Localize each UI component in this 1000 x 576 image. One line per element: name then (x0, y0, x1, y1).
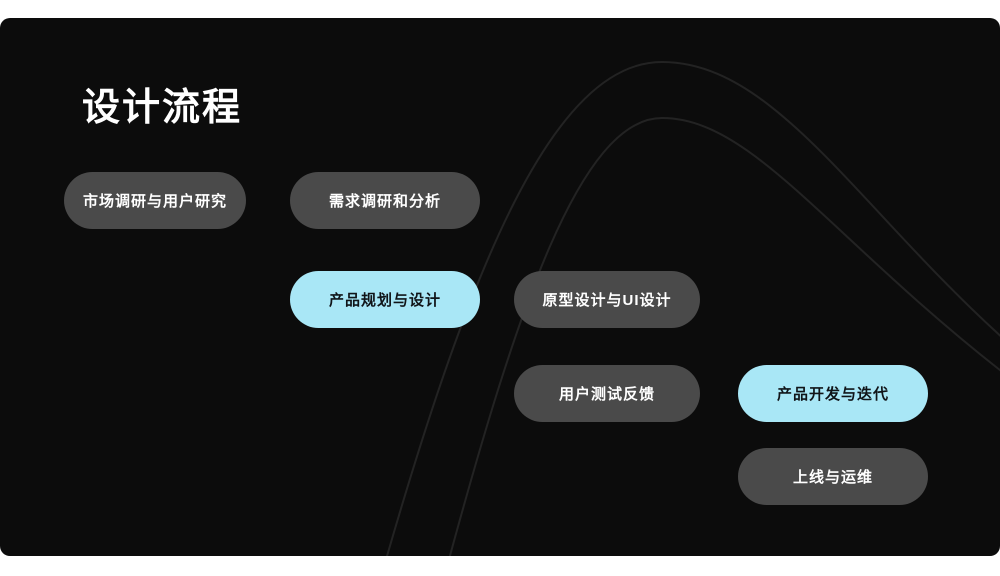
step-label: 上线与运维 (792, 469, 873, 486)
step-label: 用户测试反馈 (558, 386, 655, 403)
step-prototype-ui-design: 原型设计与UI设计 (514, 271, 700, 328)
step-label: 产品开发与迭代 (776, 386, 889, 403)
step-development-iteration: 产品开发与迭代 (738, 365, 928, 422)
step-product-planning: 产品规划与设计 (290, 271, 480, 328)
step-user-testing-feedback: 用户测试反馈 (514, 365, 700, 422)
step-label: 市场调研与用户研究 (83, 193, 228, 210)
design-process-slide: 设计流程 市场调研与用户研究 需求调研和分析 产品规划与设计 原型设计与UI设计… (0, 18, 1000, 556)
step-label: 需求调研和分析 (328, 193, 441, 210)
step-label: 产品规划与设计 (328, 292, 441, 309)
step-requirements-analysis: 需求调研和分析 (290, 172, 480, 229)
page-title: 设计流程 (82, 87, 243, 129)
step-launch-operations: 上线与运维 (738, 448, 928, 505)
step-market-research: 市场调研与用户研究 (64, 172, 246, 229)
step-label: 原型设计与UI设计 (542, 292, 672, 309)
